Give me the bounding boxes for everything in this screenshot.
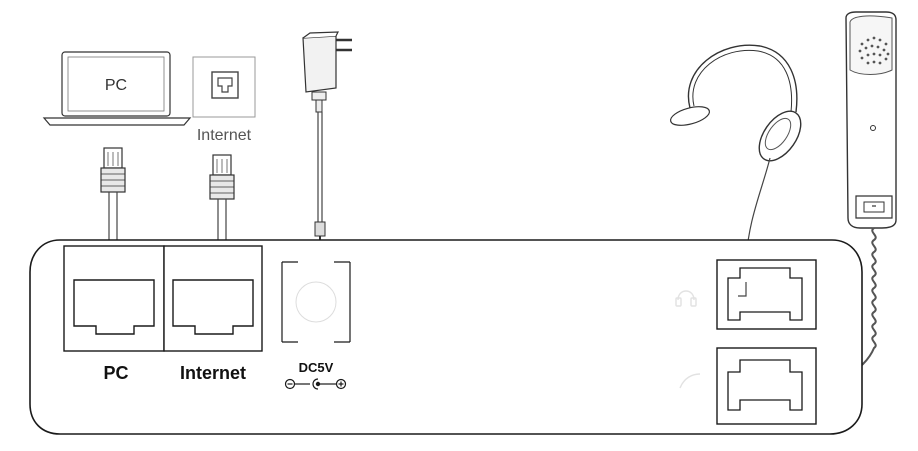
internet-ethernet-plug xyxy=(209,154,235,240)
pc-ethernet-plug xyxy=(100,147,126,240)
headset-port-hint-icon xyxy=(675,290,697,307)
handset-port[interactable] xyxy=(716,347,817,425)
port-label-internet: Internet xyxy=(180,363,246,383)
dc-polarity-icon xyxy=(284,378,347,390)
port-label-pc: PC xyxy=(103,363,128,383)
handset-icon xyxy=(845,11,897,229)
internet-device-label: Internet xyxy=(197,127,252,144)
ethernet-wall-jack-icon: Internet xyxy=(192,56,256,144)
headset-icon xyxy=(669,44,802,282)
headset-cable-plug xyxy=(738,282,747,297)
handset-coiled-cord xyxy=(799,227,877,393)
headset-port[interactable] xyxy=(716,259,817,330)
handset-speaker-grille xyxy=(858,36,890,65)
pc-port[interactable] xyxy=(63,245,165,352)
handset-port-hint-icon xyxy=(679,373,701,389)
internet-port[interactable] xyxy=(163,245,263,352)
laptop-icon: PC xyxy=(42,51,192,126)
dc-power-jack[interactable] xyxy=(281,261,351,343)
power-rating-label: DC5V xyxy=(299,360,334,375)
pc-laptop-label: PC xyxy=(105,77,127,94)
power-adapter-icon xyxy=(302,31,352,241)
